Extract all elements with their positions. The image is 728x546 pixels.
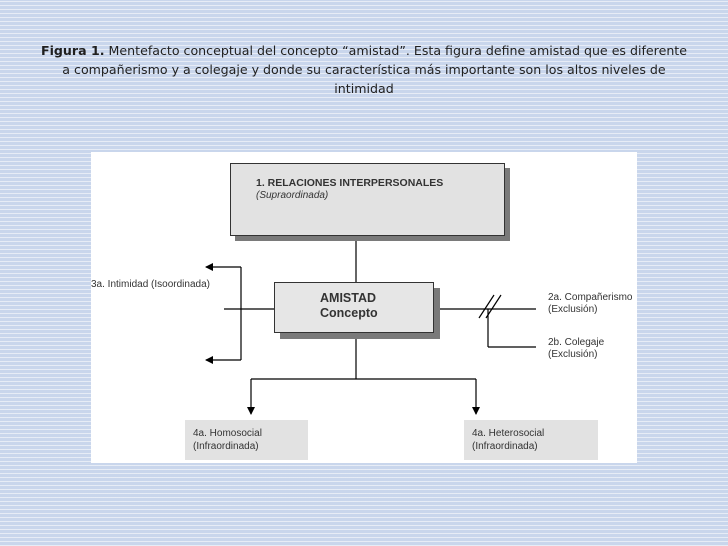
supraordinada-title: 1. RELACIONES INTERPERSONALES: [256, 177, 444, 189]
exclusion-2-name: 2b. Colegaje: [548, 337, 605, 348]
exclusion-slash-1: [478, 294, 495, 319]
caption-text: Mentefacto conceptual del concepto “amis…: [62, 43, 687, 96]
concept-type: Concepto: [320, 306, 378, 320]
infraordinada-heterosocial-box: 4a. Heterosocial (Infraordinada): [464, 420, 598, 460]
isoordinada-label: 3a. Intimidad (Isoordinada): [91, 279, 210, 290]
exclusion-1-label: 2a. Compañerismo (Exclusión): [548, 292, 632, 316]
concept-box: AMISTAD Concepto: [274, 282, 434, 333]
heterosocial-name: 4a. Heterosocial: [472, 428, 545, 439]
exclusion-1-type: (Exclusión): [548, 304, 598, 315]
caption-label: Figura 1.: [40, 43, 105, 58]
mentefacto-diagram: 1. RELACIONES INTERPERSONALES (Supraordi…: [91, 152, 637, 463]
supraordinada-box: 1. RELACIONES INTERPERSONALES (Supraordi…: [230, 163, 505, 236]
concept-name: AMISTAD: [320, 291, 377, 305]
infraordinada-homosocial-box: 4a. Homosocial (Infraordinada): [185, 420, 308, 460]
homosocial-type: (Infraordinada): [193, 441, 259, 452]
heterosocial-type: (Infraordinada): [472, 441, 538, 452]
exclusion-2-label: 2b. Colegaje (Exclusión): [548, 337, 604, 361]
homosocial-name: 4a. Homosocial: [193, 428, 262, 439]
exclusion-2-type: (Exclusión): [548, 349, 598, 360]
diagram-connectors: [205, 236, 536, 415]
supraordinada-subtitle: (Supraordinada): [256, 190, 329, 201]
figure-caption: Figura 1. Mentefacto conceptual del conc…: [40, 41, 688, 98]
exclusion-1-name: 2a. Compañerismo: [548, 292, 633, 303]
